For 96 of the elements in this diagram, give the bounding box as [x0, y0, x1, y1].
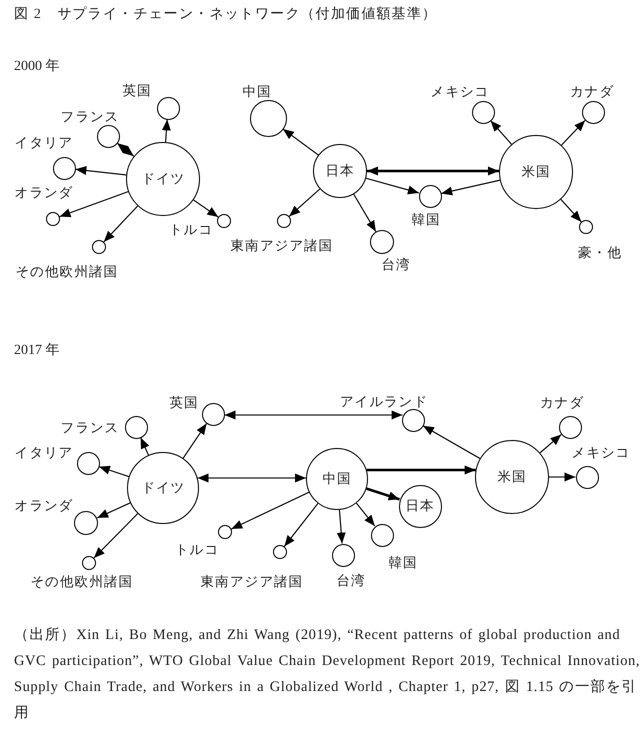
country-label: メキシコ: [430, 83, 490, 101]
country-label: 英国: [169, 394, 199, 412]
figure-title: 図 2 サプライ・チェーン・ネットワーク（付加価値額基準）: [14, 5, 438, 23]
arrow: [140, 437, 150, 456]
country-label: 中国: [242, 83, 272, 101]
country-label: オランダ: [14, 184, 74, 202]
country-circle: [582, 100, 604, 124]
arrow: [366, 178, 420, 194]
country-circle: [273, 545, 287, 559]
country-label: オランダ: [14, 497, 74, 515]
country-circle: [576, 466, 598, 488]
arrow: [540, 434, 562, 454]
arrow: [193, 200, 219, 218]
country-circle: [74, 510, 98, 536]
arrow: [441, 180, 500, 196]
arrow: [366, 466, 476, 474]
hub-circle: [398, 484, 442, 528]
double-arrow: [116, 142, 134, 157]
country-label: 台湾: [381, 256, 411, 274]
arrow: [284, 503, 318, 547]
country-circle: [579, 220, 593, 234]
country-name: 米国: [498, 468, 526, 486]
country-label: カナダ: [540, 394, 584, 412]
country-label: 東南アジア諸国: [230, 237, 334, 255]
country-name: 米国: [522, 163, 550, 181]
country-name: ドイツ: [141, 479, 185, 497]
country-label: トルコ: [174, 541, 220, 559]
country-label: イタリア: [14, 134, 74, 152]
country-label: 韓国: [411, 211, 441, 229]
country-label: その他欧州諸国: [16, 263, 118, 281]
arrow: [353, 194, 376, 232]
country-circle: [418, 184, 442, 208]
arrow: [336, 510, 346, 544]
arrow: [282, 128, 319, 156]
country-circle: [472, 100, 494, 124]
country-label: メキシコ: [572, 444, 630, 462]
arrow: [231, 492, 310, 530]
country-circle: [52, 156, 76, 180]
hub-circle: [126, 142, 200, 216]
country-circle: [76, 452, 100, 474]
country-label: イタリア: [14, 444, 74, 462]
double-arrow: [198, 474, 306, 482]
country-label: その他欧州諸国: [30, 573, 134, 591]
arrow: [59, 191, 128, 218]
arrow: [98, 466, 130, 478]
arrow: [162, 119, 171, 142]
country-label: 韓国: [388, 554, 418, 572]
country-circle: [82, 556, 96, 570]
country-name: 中国: [322, 470, 352, 488]
double-arrow: [367, 166, 500, 176]
country-circle: [96, 124, 120, 148]
country-circle: [202, 402, 224, 426]
arrow: [288, 188, 320, 217]
arrow: [549, 472, 576, 482]
country-circle: [370, 230, 394, 254]
country-circle: [558, 416, 582, 438]
country-label: フランス: [60, 419, 120, 437]
double-arrow: [224, 410, 403, 420]
country-label: カナダ: [570, 83, 614, 101]
country-label: フランス: [60, 108, 120, 126]
arrow: [96, 502, 130, 518]
country-name: 日本: [406, 497, 434, 515]
country-circle: [250, 100, 286, 136]
country-circle: [277, 214, 291, 228]
arrow: [94, 513, 138, 558]
country-circle: [402, 408, 424, 432]
country-circle: [92, 240, 106, 254]
country-circle: [124, 416, 148, 438]
country-circle: [46, 212, 60, 226]
year-heading: 2017 年: [14, 342, 60, 359]
country-circle: [370, 524, 394, 546]
country-circle: [332, 544, 354, 566]
country-label: トルコ: [168, 221, 214, 239]
arrow: [356, 502, 376, 526]
country-name: 日本: [326, 162, 354, 180]
arrow: [182, 423, 208, 458]
arrow: [75, 166, 126, 176]
arrow: [560, 199, 582, 222]
arrow: [103, 206, 138, 242]
country-circle: [217, 214, 231, 228]
hub-circle: [127, 452, 199, 524]
hub-circle: [313, 144, 367, 198]
country-label: 台湾: [336, 572, 366, 590]
arrow: [366, 487, 400, 501]
country-circle: [218, 525, 232, 539]
year-heading: 2000 年: [14, 58, 60, 75]
country-label: 東南アジア諸国: [200, 573, 304, 591]
country-label: アイルランド: [340, 393, 428, 411]
arrow: [422, 425, 480, 460]
country-label: 豪・他: [578, 244, 622, 262]
country-label: 英国: [122, 82, 152, 100]
arrow: [490, 120, 512, 145]
source-note: （出所）Xin Li, Bo Meng, and Zhi Wang (2019), “Recent patterns of global production and GVC participation”, WTO Global Value Chain Development Report 2019, Technical Innovation, Supply Chain Trade, and Workers in a Globalized World , Chapter 1, p27, 図 1.15 の一部を引用: [14, 626, 641, 723]
country-circle: [156, 96, 180, 120]
country-name: ドイツ: [141, 170, 185, 188]
arrow: [561, 120, 586, 146]
